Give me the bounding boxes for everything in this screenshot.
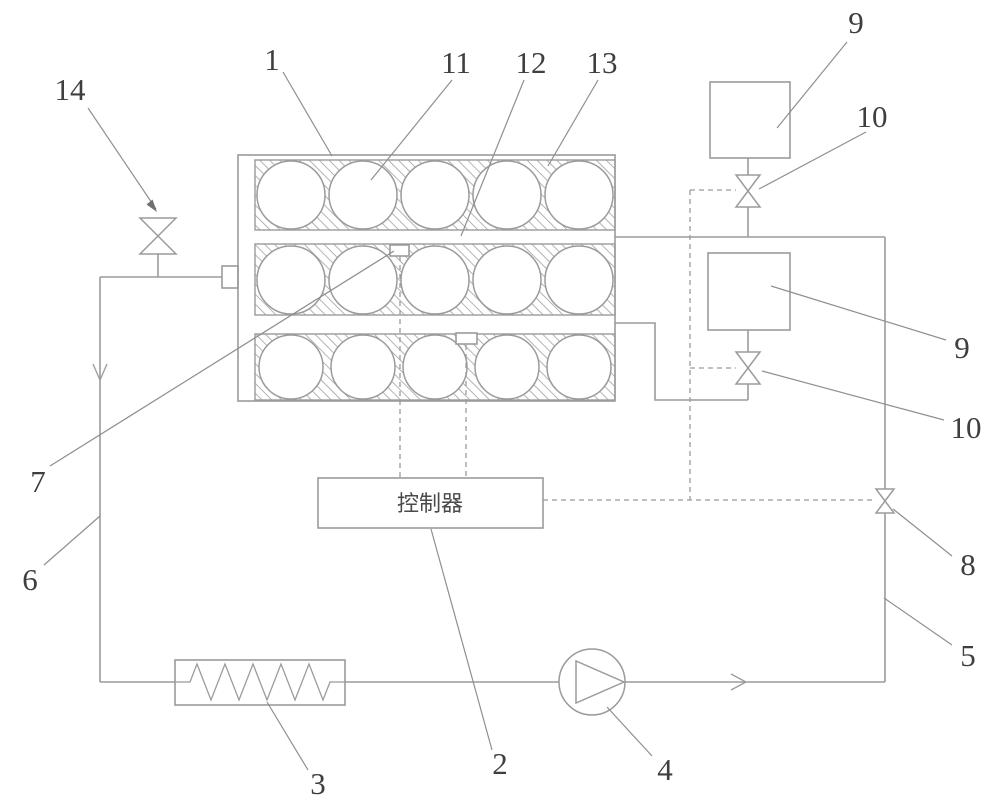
leader-2 (430, 528, 493, 751)
battery-cell (258, 334, 324, 400)
battery-cell (474, 334, 540, 400)
leader-8 (892, 508, 953, 557)
heater-assembly (174, 659, 346, 706)
tank-mid (707, 252, 791, 331)
battery-cell (400, 160, 470, 230)
valve-left-icon (138, 234, 178, 255)
callout-12: 12 (516, 45, 547, 80)
battery-cell (256, 245, 326, 315)
pump-assembly (558, 648, 626, 716)
tank-top-assembly (709, 81, 791, 237)
controller-box (317, 477, 544, 529)
callout-10-mid: 10 (951, 410, 982, 445)
battery-cell (328, 245, 398, 315)
heater-coil-icon (175, 662, 345, 702)
tank-top (709, 81, 791, 159)
valve-left-icon (138, 217, 178, 238)
valve-right-assembly (874, 488, 896, 514)
callout-6: 6 (22, 562, 38, 597)
pump-impeller-icon (575, 659, 626, 705)
valve-right-icon (874, 488, 896, 503)
battery-cell (544, 160, 614, 230)
callout-11: 11 (441, 45, 471, 80)
callout-9-mid: 9 (954, 330, 970, 365)
controller-label: 控制器 (397, 492, 463, 517)
tank-mid-assembly (707, 252, 791, 400)
leader-3 (266, 701, 309, 771)
signal-lines (399, 189, 876, 501)
valve-left-assembly (138, 217, 178, 277)
battery-cell (402, 334, 468, 400)
temperature-sensor-1 (389, 244, 410, 257)
callout-4: 4 (657, 752, 673, 787)
flow-arrow-right (730, 673, 748, 691)
battery-cell (472, 160, 542, 230)
battery-cell (546, 334, 612, 400)
callout-labels: 1 11 12 13 9 10 9 10 8 5 6 7 14 2 4 3 (22, 5, 981, 799)
flow-arrow-down (92, 363, 108, 382)
leader-6 (43, 515, 101, 566)
leader-lines (43, 41, 953, 771)
leader-13 (547, 79, 599, 167)
battery-cell (472, 245, 542, 315)
leader-11 (370, 79, 453, 181)
battery-cell (400, 245, 470, 315)
battery-cell (328, 160, 398, 230)
leader-12 (460, 79, 525, 237)
callout-3: 3 (310, 766, 326, 799)
leader-14-arrowhead (146, 199, 157, 212)
pipe-mid-tank-run (615, 322, 748, 401)
temperature-sensor-2 (455, 332, 478, 345)
leader-1 (282, 71, 333, 157)
leader-9-top (776, 41, 848, 129)
leader-14 (87, 107, 157, 210)
callout-13: 13 (587, 45, 618, 80)
controller-assembly: 控制器 (317, 477, 544, 529)
callout-9-top: 9 (848, 5, 864, 40)
leader-5 (883, 597, 953, 646)
leader-9-mid (770, 285, 947, 341)
battery-inlet-stub (221, 265, 239, 289)
battery-cell (256, 160, 326, 230)
battery-cell (330, 334, 396, 400)
valve-tank-mid-icon (734, 366, 762, 385)
callout-8: 8 (960, 547, 976, 582)
callout-7: 7 (30, 464, 46, 499)
callout-14: 14 (55, 72, 87, 107)
valve-tank-top-icon (734, 189, 762, 208)
valve-tank-mid-icon (734, 351, 762, 370)
leader-7 (49, 250, 395, 467)
pipe-network (92, 236, 886, 691)
battery-cell (544, 245, 614, 315)
callout-1: 1 (264, 42, 280, 77)
callout-10-top: 10 (857, 99, 888, 134)
leader-10-top (758, 131, 867, 190)
valve-right-icon (874, 499, 896, 514)
callout-2: 2 (492, 746, 508, 781)
leader-10-mid (761, 370, 945, 421)
valve-tank-top-icon (734, 174, 762, 193)
battery-pack (237, 154, 616, 402)
callout-5: 5 (960, 638, 976, 673)
leader-4 (606, 706, 653, 757)
